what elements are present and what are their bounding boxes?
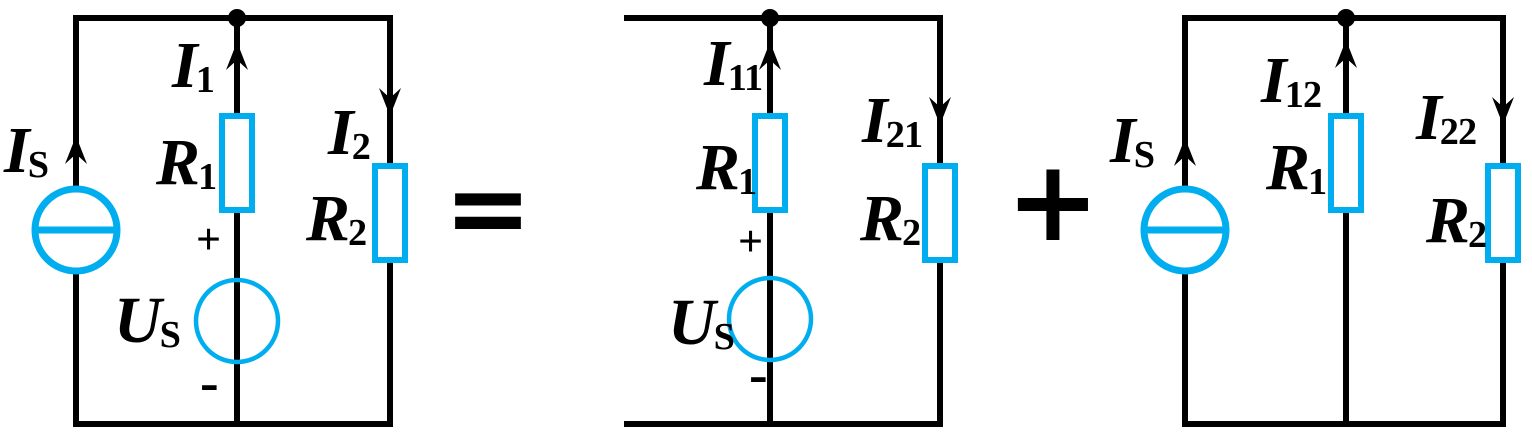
label-i21-subscript: 21 xyxy=(885,114,924,157)
label-is-subscript: S xyxy=(1133,134,1155,177)
label-is-letter: I xyxy=(4,114,30,187)
label-i1: I1 xyxy=(172,33,215,102)
arrow-i21-down-icon xyxy=(929,97,951,125)
label-i1-subscript: 1 xyxy=(195,59,215,102)
label-r1: R1 xyxy=(156,130,217,199)
label-r1: R1 xyxy=(1266,135,1327,204)
label-us-letter: U xyxy=(114,284,162,357)
label-i2-subscript: 2 xyxy=(351,126,371,169)
resistor-r2-body xyxy=(1485,163,1521,263)
plus-operator: + xyxy=(1006,137,1100,267)
circuit-original xyxy=(31,9,408,427)
equals-operator: = xyxy=(444,147,532,269)
label-i21: I21 xyxy=(862,88,924,157)
label-r2-subscript: 2 xyxy=(1468,214,1487,257)
label-i22: I22 xyxy=(1416,85,1478,154)
label-i22-letter: I xyxy=(1416,81,1442,154)
label-r1-subscript: 1 xyxy=(1308,161,1327,204)
resistor-r1-body xyxy=(1328,113,1364,213)
label-r2-letter: R xyxy=(860,182,905,255)
resistor-r2-body xyxy=(372,163,408,263)
arrow-i22-down-icon xyxy=(1492,97,1514,125)
label-is: IS xyxy=(1110,108,1155,177)
resistor-r2-body xyxy=(922,163,958,263)
node-dot xyxy=(1337,9,1355,27)
label-r2-subscript: 2 xyxy=(348,212,367,255)
label-i1-letter: I xyxy=(172,29,198,102)
label-r2-letter: R xyxy=(306,182,351,255)
label-r2: R2 xyxy=(860,186,921,255)
label-r2-letter: R xyxy=(1426,184,1471,257)
voltage-source-symbol xyxy=(726,275,814,363)
label-i12-letter: I xyxy=(1261,44,1287,117)
label-us: US xyxy=(668,290,735,359)
label-i21-letter: I xyxy=(862,84,888,157)
us-minus-polarity: - xyxy=(749,344,768,406)
label-is: IS xyxy=(4,118,49,187)
label-r1-letter: R xyxy=(156,126,201,199)
label-is-subscript: S xyxy=(27,144,49,187)
label-r1: R1 xyxy=(696,135,757,204)
label-i12: I12 xyxy=(1261,48,1323,117)
label-i2-letter: I xyxy=(328,96,354,169)
label-i11-letter: I xyxy=(704,27,730,100)
arrow-is-up-icon xyxy=(65,136,87,164)
us-plus-polarity: + xyxy=(196,215,222,264)
label-is-letter: I xyxy=(1110,104,1136,177)
us-plus-polarity: + xyxy=(738,217,764,266)
arrow-is-up-icon xyxy=(1174,138,1196,166)
resistor-r1-body xyxy=(752,113,788,213)
us-minus-polarity: - xyxy=(200,352,219,414)
label-r2: R2 xyxy=(306,186,367,255)
arrow-i12-up-icon xyxy=(1335,40,1357,68)
circuit-voltage-source-only xyxy=(624,9,958,427)
label-i22-subscript: 22 xyxy=(1439,111,1478,154)
label-r1-letter: R xyxy=(696,131,741,204)
arrow-i1-up-icon xyxy=(226,42,248,70)
label-us-letter: U xyxy=(668,286,716,359)
arrow-i2-down-icon xyxy=(379,88,401,116)
label-r1-subscript: 1 xyxy=(198,156,217,199)
label-i11-subscript: 11 xyxy=(727,57,763,100)
label-i2: I2 xyxy=(328,100,371,169)
arrow-i11-up-icon xyxy=(759,42,781,70)
label-us-subscript: S xyxy=(713,316,735,359)
label-r1-subscript: 1 xyxy=(738,161,757,204)
circuit-current-source-only xyxy=(1140,9,1521,427)
label-r1-letter: R xyxy=(1266,131,1311,204)
label-i11: I11 xyxy=(704,31,763,100)
label-r2-subscript: 2 xyxy=(902,212,921,255)
label-r2: R2 xyxy=(1426,188,1487,257)
label-i12-subscript: 12 xyxy=(1284,74,1323,117)
resistor-r1-body xyxy=(219,113,255,213)
voltage-source-symbol xyxy=(193,277,281,365)
label-us-subscript: S xyxy=(159,314,181,357)
label-us: US xyxy=(114,288,181,357)
node-dot xyxy=(761,9,779,27)
node-dot xyxy=(228,9,246,27)
